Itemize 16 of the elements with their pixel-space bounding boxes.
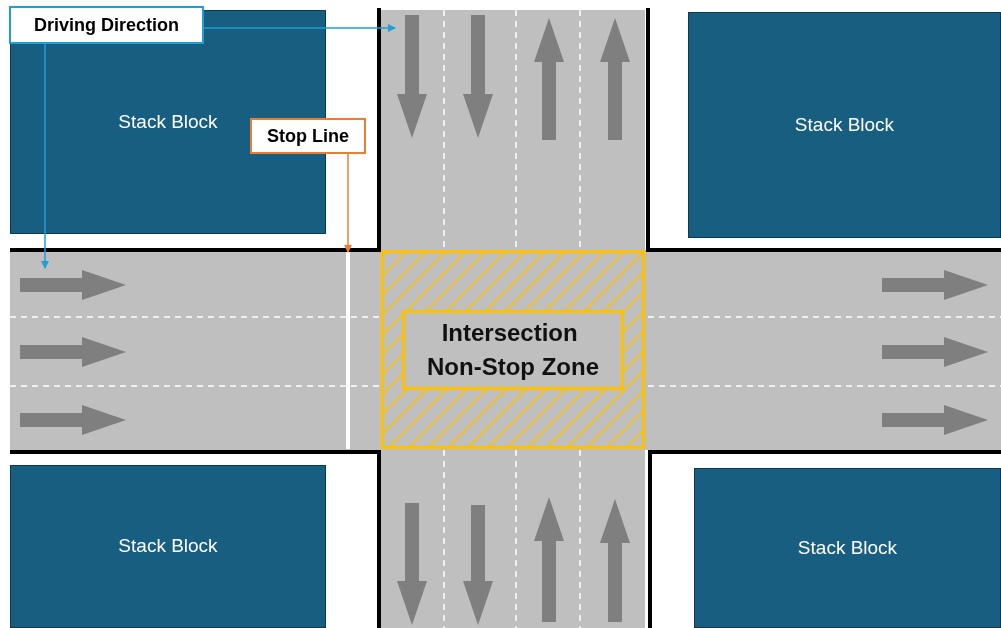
- leader-line: [41, 43, 49, 269]
- stack-block: [688, 12, 1001, 238]
- zone-label: Intersection Non-Stop Zone: [402, 309, 624, 390]
- callout-box: [250, 118, 366, 154]
- block-label: Stack Block: [794, 112, 895, 137]
- leader-line: [203, 24, 396, 32]
- stack-block: [694, 468, 1001, 628]
- stack-block: [10, 465, 326, 628]
- block-label: Stack Block: [118, 109, 218, 134]
- callout-box: [9, 6, 204, 44]
- callout-label: Stop Line: [267, 124, 349, 148]
- block-label: Stack Block: [797, 535, 898, 560]
- block-label: Stack Block: [118, 534, 218, 559]
- leader-line: [344, 153, 352, 253]
- hatched-zone: [381, 250, 645, 449]
- callout-label: Driving Direction: [34, 13, 179, 37]
